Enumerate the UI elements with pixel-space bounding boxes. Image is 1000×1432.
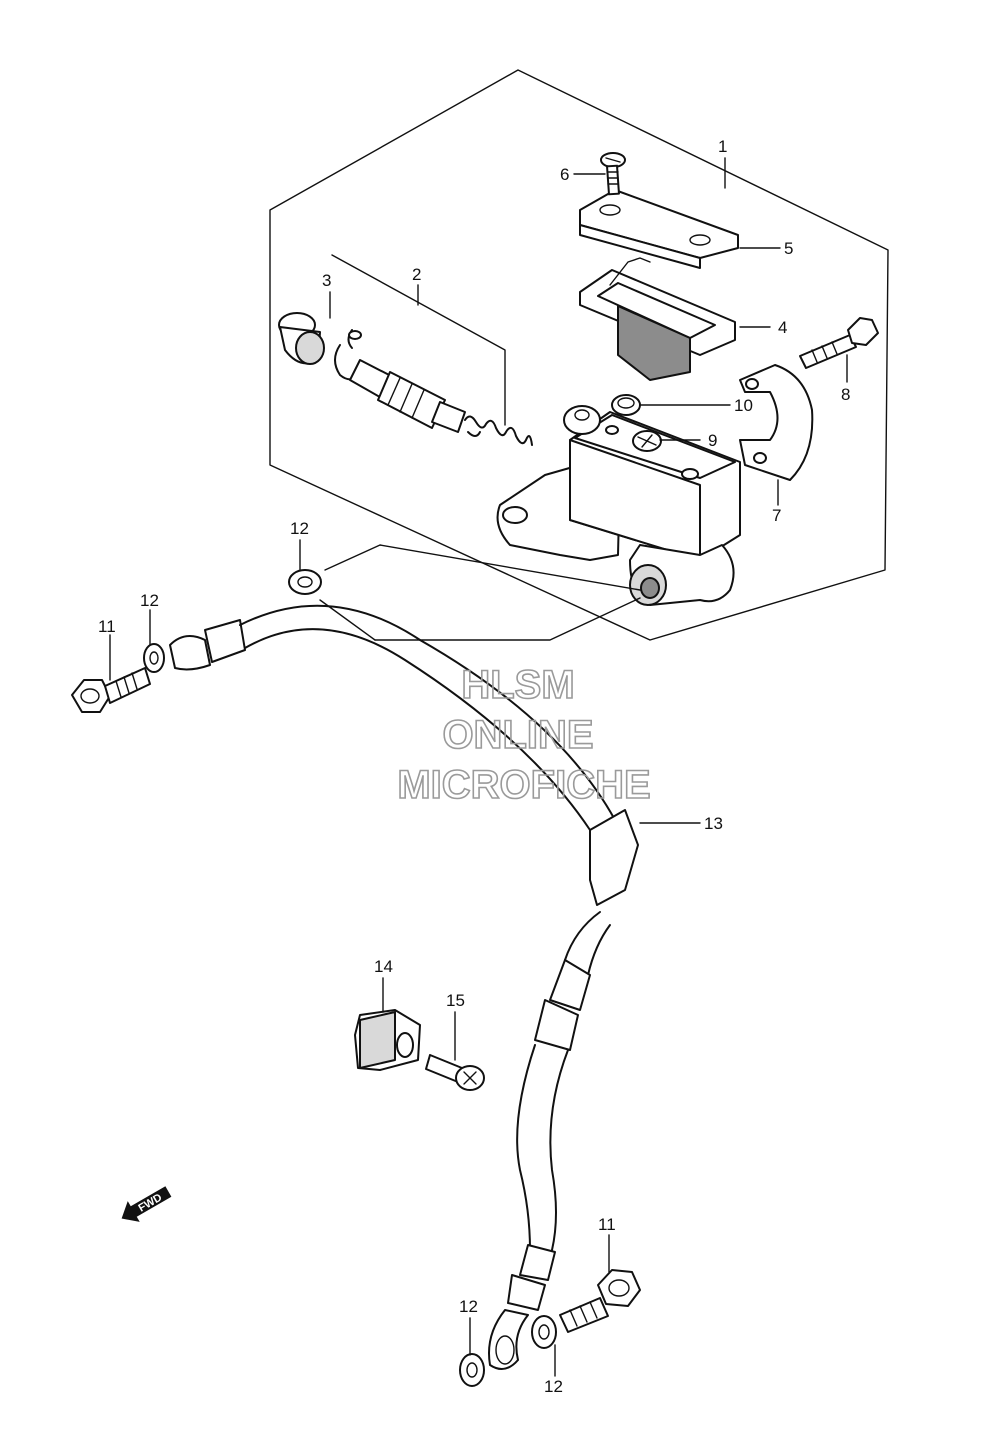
assembly-boundary [269,69,889,641]
watermark-line-3: MICROFICHE [397,763,650,807]
sealing-washer-upper [288,569,322,595]
callout-15: 15 [446,991,465,1010]
callout-2: 2 [412,265,421,284]
banjo-bolt-upper [71,667,151,713]
callout-9: 9 [708,431,717,450]
piston-assembly [349,359,533,446]
sealing-washer-lower-left [459,1353,485,1387]
sealing-washer-lower-right [531,1315,557,1349]
callout-13: 13 [704,814,723,833]
piston-boot [278,312,325,365]
reservoir-cap [579,189,739,269]
forward-direction-arrow: FWD [121,1186,172,1222]
watermark-line-1: HLSM [461,663,574,707]
banjo-bolt-lower [559,1269,641,1333]
callout-labels: 1 2 3 4 5 6 7 8 9 10 11 11 12 12 12 12 1… [98,137,850,1396]
callout-10: 10 [734,396,753,415]
washer-routing-line [324,544,641,591]
fwd-label: FWD [136,1192,164,1215]
hose-clamp [354,1009,421,1071]
handlebar-clamp [739,364,814,481]
clamp-screw [425,1054,485,1091]
reservoir-diaphragm [579,257,736,381]
callout-14: 14 [374,957,393,976]
callout-5: 5 [784,239,793,258]
clamp-bolt [799,317,879,369]
callout-6: 6 [560,165,569,184]
leader-lines [109,157,848,1377]
callout-11-lower: 11 [598,1215,616,1234]
callout-4: 4 [778,318,787,337]
watermark: HLSM ONLINE MICROFICHE [397,662,652,808]
callout-8: 8 [841,385,850,404]
callout-11-upper: 11 [98,617,116,636]
cap-screw [600,152,626,196]
callout-12-lower-left: 12 [459,1297,478,1316]
callout-12-outlet: 12 [290,519,309,538]
brake-hose [169,604,639,1370]
watermark-line-2: ONLINE [442,713,593,757]
callout-1: 1 [718,137,727,156]
callout-12-lower-right: 12 [544,1377,563,1396]
callout-3: 3 [322,271,331,290]
sealing-washer-upper-bolt [143,643,165,673]
callout-12-upper-bolt: 12 [140,591,159,610]
master-cylinder-body [496,405,741,606]
piston-kit-bracket [331,254,506,426]
callout-7: 7 [772,506,781,525]
